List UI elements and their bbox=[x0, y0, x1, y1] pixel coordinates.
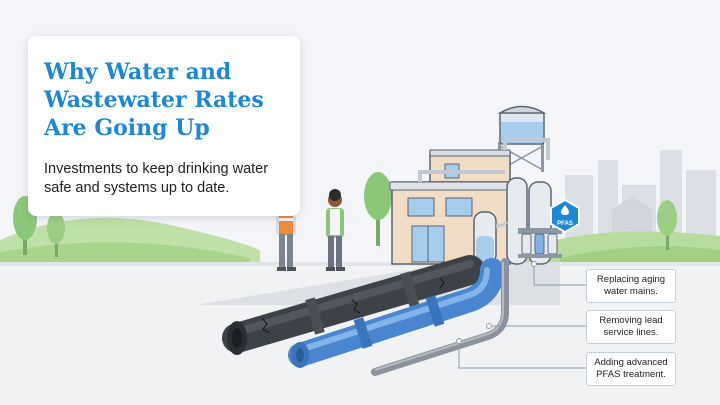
water-tower bbox=[497, 105, 547, 172]
callout-pfas-treatment: Adding advanced PFAS treatment. bbox=[586, 352, 676, 386]
title-line: Wastewater Rates bbox=[44, 87, 264, 113]
subtitle-line: safe and systems up to date. bbox=[44, 180, 230, 196]
title-line: Are Going Up bbox=[44, 115, 210, 141]
worker-green bbox=[326, 189, 345, 271]
callout-line: Adding advanced bbox=[594, 357, 668, 368]
pfas-badge-label: PFAS bbox=[557, 221, 573, 227]
callout-water-mains: Replacing aging water mains. bbox=[586, 269, 676, 303]
tree-middle bbox=[364, 172, 392, 246]
page-subtitle: Investments to keep drinking water safe … bbox=[44, 160, 296, 198]
title-line: Why Water and bbox=[44, 59, 232, 85]
callout-line: Removing lead bbox=[599, 315, 663, 326]
new-water-main bbox=[288, 258, 504, 368]
callout-line: PFAS treatment. bbox=[596, 369, 666, 380]
callout-lead-lines: Removing lead service lines. bbox=[586, 310, 676, 344]
callout-line: service lines. bbox=[603, 327, 659, 338]
callout-line: water mains. bbox=[604, 286, 658, 297]
callout-line: Replacing aging bbox=[596, 274, 666, 285]
old-water-main bbox=[222, 255, 485, 355]
subtitle-line: Investments to keep drinking water bbox=[44, 161, 269, 177]
pfas-filters bbox=[518, 228, 562, 258]
water-drop-icon bbox=[561, 205, 569, 215]
pfas-badge: PFAS bbox=[550, 198, 580, 234]
page-title: Why Water and Wastewater Rates Are Going… bbox=[44, 58, 294, 142]
tree-right bbox=[657, 200, 677, 250]
callout-leaders bbox=[456, 261, 586, 369]
tree-left-2 bbox=[47, 212, 65, 257]
title-card: Why Water and Wastewater Rates Are Going… bbox=[28, 36, 300, 216]
